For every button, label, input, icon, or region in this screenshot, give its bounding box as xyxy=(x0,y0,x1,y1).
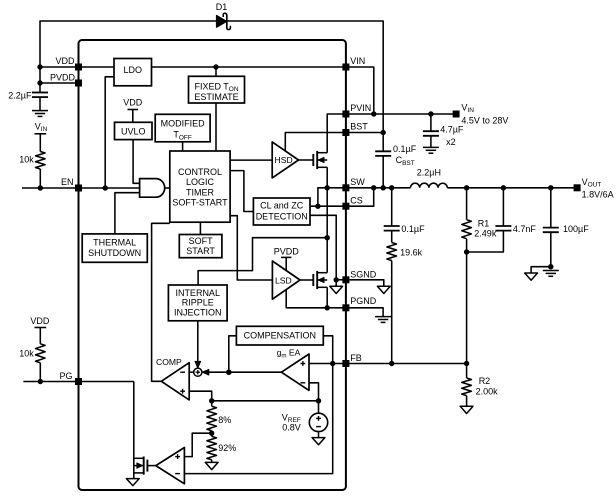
svg-text:CONTROL: CONTROL xyxy=(178,167,222,177)
svg-text:1.8V/6A: 1.8V/6A xyxy=(582,189,614,199)
svg-text:COMPENSATION: COMPENSATION xyxy=(244,331,316,341)
svg-text:MODIFIED: MODIFIED xyxy=(161,118,205,128)
svg-text:EN: EN xyxy=(61,177,74,187)
svg-text:VDD: VDD xyxy=(30,316,50,326)
svg-text:100µF: 100µF xyxy=(563,224,589,234)
svg-text:INTERNAL: INTERNAL xyxy=(175,288,220,298)
svg-text:0.1µF: 0.1µF xyxy=(393,144,417,154)
svg-text:4.5V to 28V: 4.5V to 28V xyxy=(461,115,508,125)
svg-text:CL and ZC: CL and ZC xyxy=(260,201,304,211)
svg-text:19.6k: 19.6k xyxy=(400,247,423,257)
svg-text:ESTIMATE: ESTIMATE xyxy=(194,92,238,102)
svg-text:SGND: SGND xyxy=(350,269,377,279)
svg-text:INJECTION: INJECTION xyxy=(174,308,222,318)
svg-text:LOGIC: LOGIC xyxy=(186,177,215,187)
svg-text:D1: D1 xyxy=(216,2,228,12)
svg-text:DETECTION: DETECTION xyxy=(256,211,308,221)
svg-text:CS: CS xyxy=(350,195,363,205)
svg-text:2.49k: 2.49k xyxy=(474,229,497,239)
svg-text:gm EA: gm EA xyxy=(277,348,301,360)
svg-text:10k: 10k xyxy=(19,154,34,164)
svg-text:SOFT-START: SOFT-START xyxy=(172,198,228,208)
svg-text:VIN: VIN xyxy=(350,56,365,66)
svg-text:TOFF: TOFF xyxy=(173,130,192,142)
svg-text:UVLO: UVLO xyxy=(121,126,146,136)
svg-text:COMP: COMP xyxy=(156,357,182,367)
svg-text:R1: R1 xyxy=(478,218,490,228)
svg-text:VREF: VREF xyxy=(282,412,301,424)
svg-text:SOFT: SOFT xyxy=(189,236,214,246)
svg-text:0.8V: 0.8V xyxy=(282,422,301,432)
svg-text:VIN: VIN xyxy=(461,102,474,114)
svg-text:10k: 10k xyxy=(19,349,34,359)
svg-text:0.1µF: 0.1µF xyxy=(401,224,425,234)
svg-text:SW: SW xyxy=(350,177,365,187)
svg-text:PVDD: PVDD xyxy=(50,72,76,82)
svg-text:TIMER: TIMER xyxy=(186,187,214,197)
svg-text:VIN: VIN xyxy=(35,121,48,133)
svg-text:2.00k: 2.00k xyxy=(476,387,499,397)
svg-text:THERMAL: THERMAL xyxy=(93,238,136,248)
svg-text:x2: x2 xyxy=(446,137,456,147)
svg-text:PGND: PGND xyxy=(350,296,377,306)
svg-text:VDD: VDD xyxy=(123,97,143,107)
svg-text:LDO: LDO xyxy=(124,65,143,75)
svg-text:PVDD: PVDD xyxy=(274,246,300,256)
svg-text:2.2µF: 2.2µF xyxy=(8,90,32,100)
svg-text:RIPPLE: RIPPLE xyxy=(182,298,214,308)
svg-text:PG: PG xyxy=(59,371,72,381)
svg-text:FB: FB xyxy=(350,353,362,363)
svg-text:START: START xyxy=(186,246,215,256)
svg-text:LSD: LSD xyxy=(275,276,292,286)
svg-text:BST: BST xyxy=(350,122,368,132)
svg-text:VOUT: VOUT xyxy=(582,177,602,189)
svg-text:8%: 8% xyxy=(218,415,231,425)
svg-text:R2: R2 xyxy=(479,376,491,386)
svg-text:92%: 92% xyxy=(218,443,236,453)
svg-text:4.7nF: 4.7nF xyxy=(513,224,537,234)
svg-text:HSD: HSD xyxy=(275,155,293,165)
svg-text:2.2µH: 2.2µH xyxy=(417,167,441,177)
svg-text:CBST: CBST xyxy=(396,155,415,167)
svg-text:VDD: VDD xyxy=(55,56,75,66)
svg-text:4.7µF: 4.7µF xyxy=(440,125,464,135)
svg-text:PVIN: PVIN xyxy=(350,103,371,113)
svg-text:FIXED TON: FIXED TON xyxy=(194,81,238,93)
svg-text:SHUTDOWN: SHUTDOWN xyxy=(88,248,141,258)
